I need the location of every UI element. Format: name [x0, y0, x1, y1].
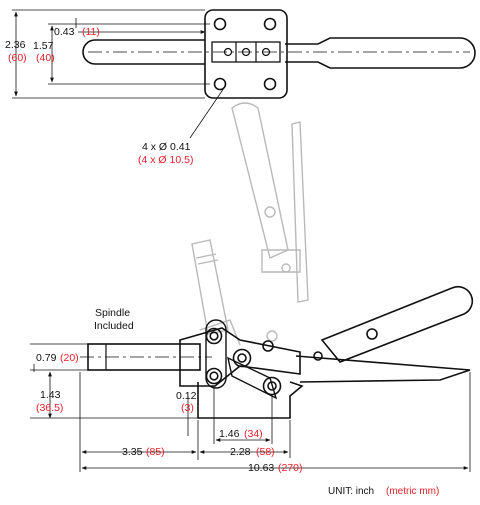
side-dimensions — [30, 343, 471, 472]
dim-base-width-mm: (58) — [256, 446, 275, 458]
top-dimensions — [12, 9, 225, 139]
dim-base-pitch-mm: (34) — [244, 428, 263, 440]
dim-hole-pitch-inch: 1.57 — [33, 40, 54, 52]
dim-spindle-reach-mm: (85) — [146, 446, 165, 458]
side-base — [197, 381, 304, 419]
dim-total-length-mm: (270) — [278, 462, 303, 474]
dim-base-width-inch: 2.28 — [230, 446, 251, 458]
top-arm-bar — [82, 39, 205, 65]
side-view — [80, 285, 474, 419]
hole-icon — [213, 17, 227, 31]
spindle-label-line2: Included — [94, 320, 134, 332]
hole-icon — [263, 77, 277, 91]
dim-top-height-inch: 2.36 — [5, 39, 26, 51]
side-arm — [179, 327, 301, 387]
top-handle — [285, 37, 476, 69]
open-position-ghost — [191, 102, 309, 346]
top-base-plate — [204, 9, 288, 99]
unit-note-prefix: UNIT: inch — [328, 486, 374, 497]
dim-hole-pitch-mm: (40) — [36, 52, 55, 64]
dim-side-offset-inch: 0.12 — [176, 390, 197, 402]
dim-hole-diameter-mm: (4 x Ø 10.5) — [138, 154, 193, 166]
dim-side-height-inch: 0.79 — [36, 352, 57, 364]
dim-total-length-inch: 10.63 — [248, 462, 274, 474]
side-handle — [320, 285, 474, 363]
dim-base-pitch-inch: 1.46 — [219, 428, 240, 440]
dim-hole-offset-mm: (11) — [82, 26, 100, 38]
dim-side-lower-mm: (36.5) — [36, 402, 63, 414]
dim-side-offset-mm: (3) — [181, 402, 194, 414]
hole-icon — [263, 17, 277, 31]
spindle-label-line1: Spindle — [95, 307, 130, 319]
top-view — [82, 9, 476, 99]
dim-hole-offset-inch: 0.43 — [54, 26, 75, 38]
dimension-labels: 2.36 (60) 0.43 (11) 1.57 (40) 4 x Ø 0.41… — [5, 26, 439, 497]
dim-side-height-mm: (20) — [60, 352, 79, 364]
hole-icon — [213, 77, 227, 91]
dim-hole-diameter-inch: 4 x Ø 0.41 — [142, 141, 191, 153]
dim-spindle-reach-inch: 3.35 — [122, 446, 143, 458]
dim-top-height-mm: (60) — [8, 52, 27, 64]
unit-note-metric: (metric mm) — [386, 486, 439, 497]
dim-side-lower-inch: 1.43 — [40, 389, 61, 401]
